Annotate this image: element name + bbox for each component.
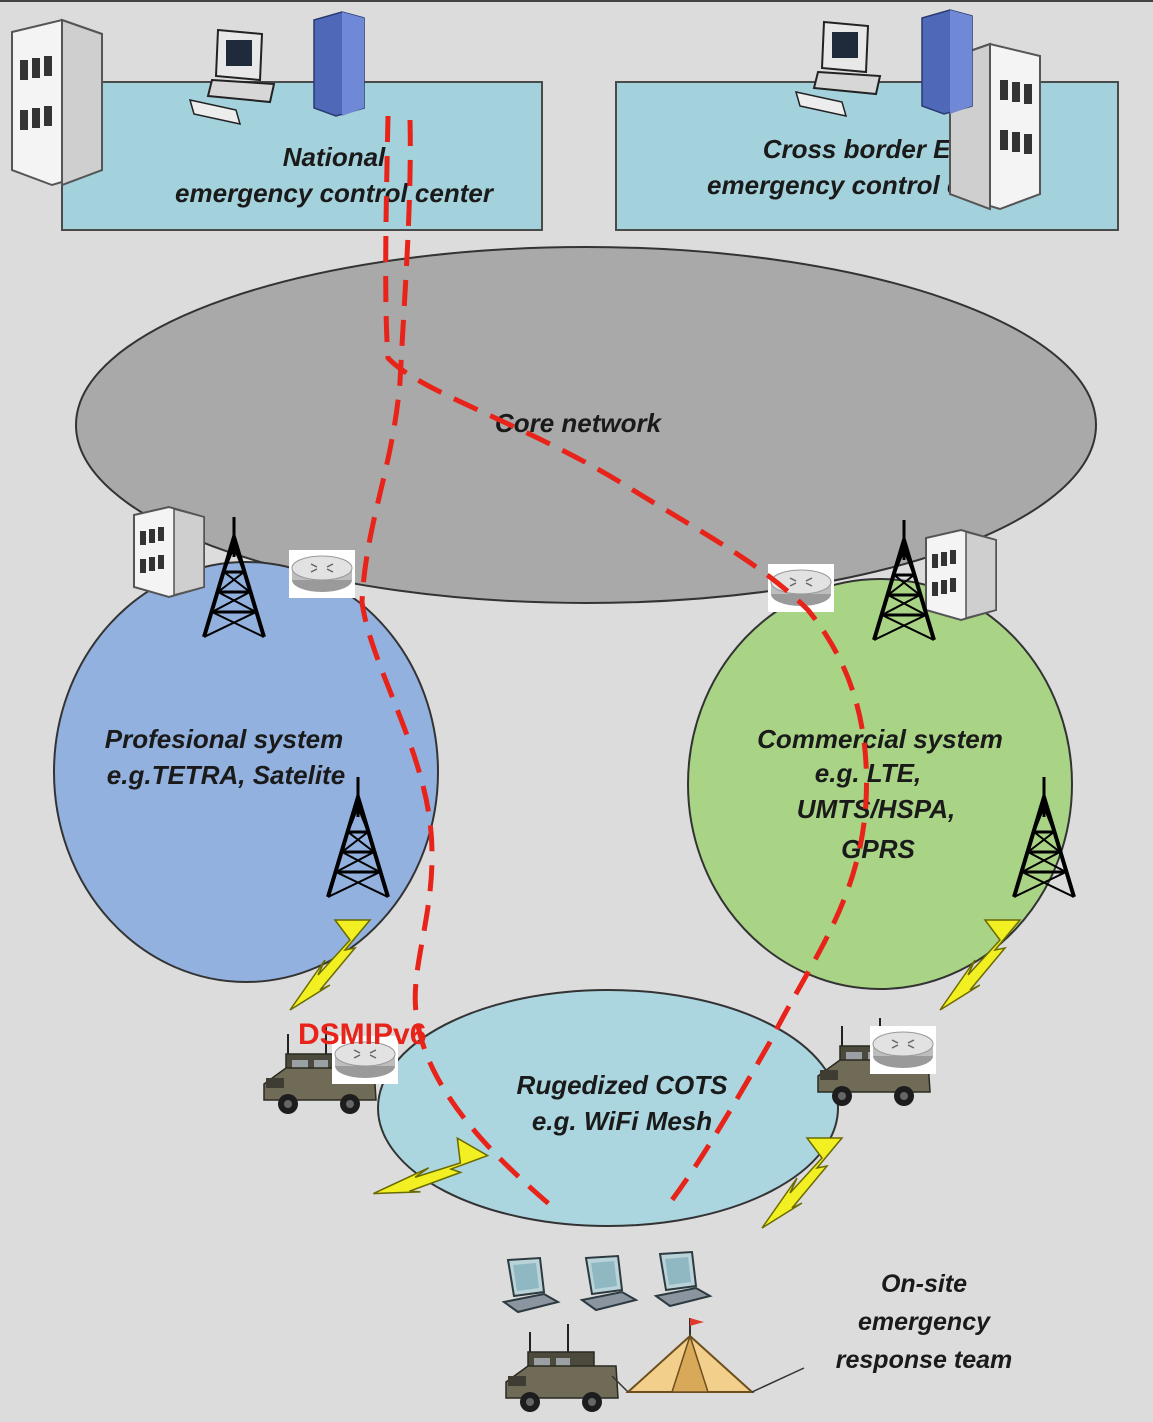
onsite-vehicle-icon <box>505 1323 619 1413</box>
professional-system-title: Profesional system <box>105 724 343 754</box>
onsite-team-label-line3: response team <box>836 1346 1012 1374</box>
dsmipv6-path-professional <box>359 119 558 1212</box>
cross-border-server-icon <box>921 9 973 115</box>
dsmipv6-path-commercial <box>383 115 869 1202</box>
onsite-laptop-icon-2 <box>581 1255 637 1311</box>
commercial-system-example-3: GPRS <box>841 834 915 864</box>
cross-border-computer-icon <box>794 20 882 117</box>
commercial-system-circle <box>687 578 1073 990</box>
onsite-laptop-icon-1 <box>503 1257 559 1313</box>
professional-gateway-router-icon <box>288 549 356 599</box>
commercial-system-example-2: UMTS/HSPA, <box>797 794 955 824</box>
onsite-team-label-line2: emergency <box>858 1308 991 1336</box>
commercial-building-icon <box>925 529 997 621</box>
core-network-label: Core network <box>495 408 663 438</box>
national-center-title: National <box>283 142 386 172</box>
national-center-box: National emergency control center <box>61 81 543 231</box>
rugedized-cots-examples: e.g. WiFi Mesh <box>532 1106 712 1136</box>
onsite-team-label-line1: On-site <box>881 1270 967 1298</box>
onsite-laptop-icon-3 <box>655 1251 711 1307</box>
professional-building-icon <box>133 506 205 598</box>
commercial-system-title: Commercial system <box>757 724 1003 754</box>
professional-system-circle <box>53 561 439 983</box>
national-center-subtitle: emergency control center <box>175 178 495 208</box>
national-computer-icon <box>188 28 276 125</box>
national-building-icon <box>11 19 103 186</box>
onsite-tent-icon <box>611 1318 805 1393</box>
rugedized-cots-ellipse <box>377 989 839 1227</box>
dsmipv6-label: DSMIPv6 <box>298 1018 426 1051</box>
cross-border-center-title: Cross border EU <box>763 134 971 164</box>
national-server-icon <box>313 11 365 117</box>
dsmipv6-paths <box>359 115 869 1212</box>
core-network-ellipse <box>75 246 1097 604</box>
professional-system-examples: e.g.TETRA, Satelite <box>107 760 345 790</box>
cross-border-center-box: Cross border EU emergency control center <box>615 81 1119 231</box>
right-vehicle-router-icon <box>869 1025 937 1075</box>
rugedized-cots-title: Rugedized COTS <box>517 1070 729 1100</box>
